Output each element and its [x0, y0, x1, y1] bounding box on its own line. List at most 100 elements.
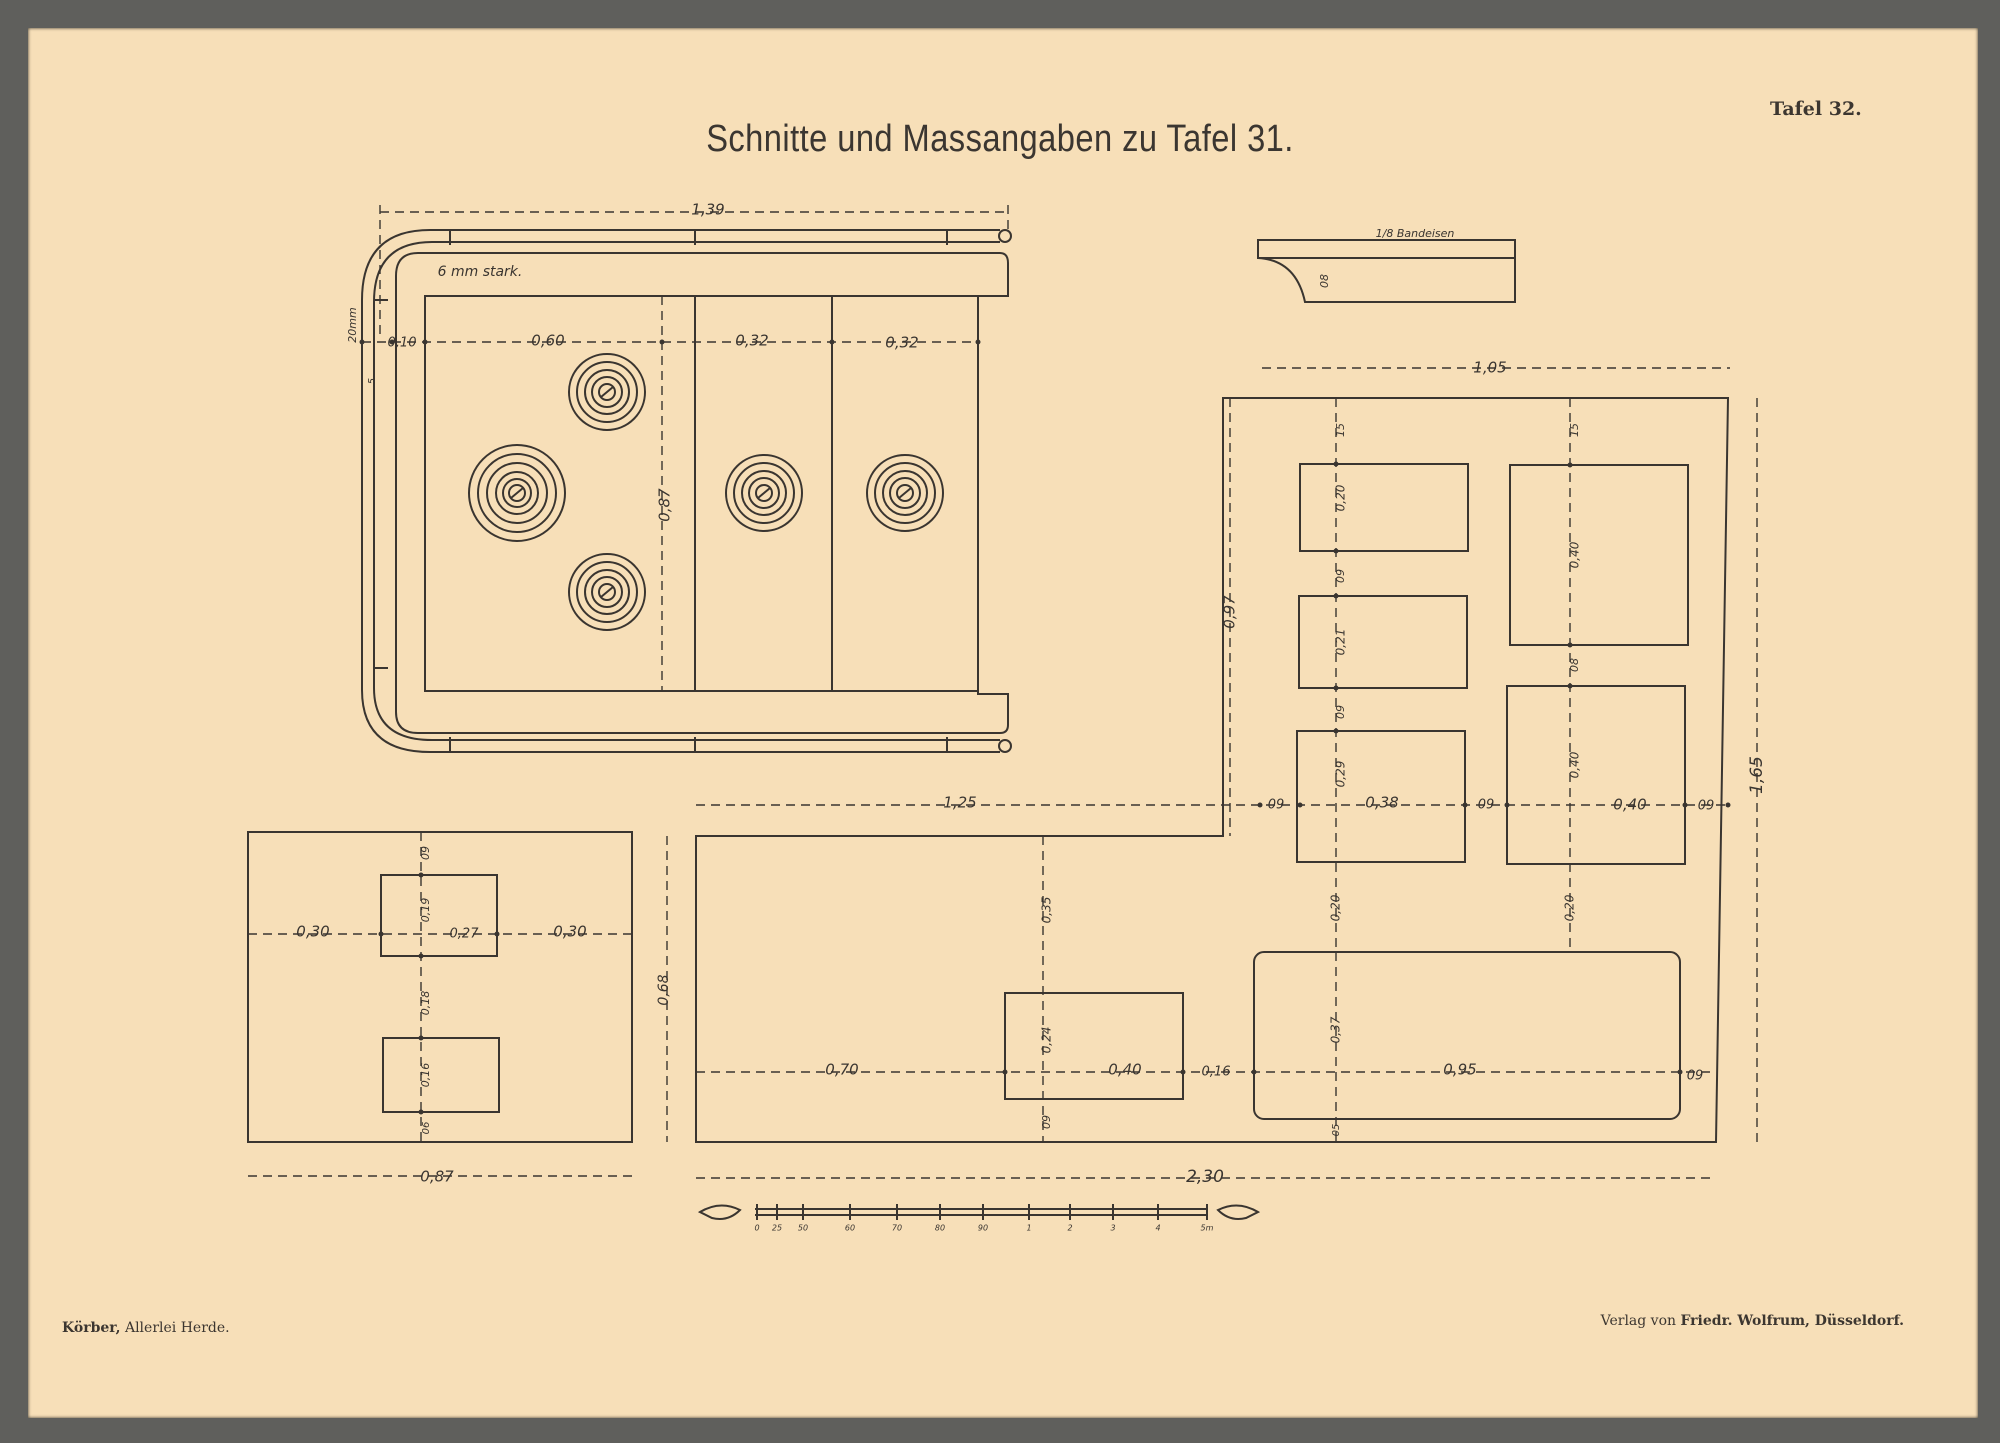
burner-ring [748, 477, 780, 509]
paper-sheet [28, 28, 1978, 1418]
burner-slot [600, 586, 614, 598]
scale-ornament-left [697, 1204, 742, 1220]
dimension-label: 0,20 [1563, 894, 1577, 921]
dimension-label: 0,68 [656, 974, 672, 1005]
rail-outer [361, 229, 1000, 753]
burner-ring [576, 561, 638, 623]
dimension-label: 0,16 [419, 1063, 432, 1088]
dimension-label: 0,21 [1334, 629, 1348, 656]
dimension-label: 09 [1698, 799, 1715, 814]
dimension-label: 0,18 [419, 991, 432, 1016]
dimension-label: 09 [419, 846, 432, 860]
burner-ring [568, 353, 646, 431]
dimension-label: 2,30 [1186, 1167, 1224, 1187]
stove-top-outline [395, 252, 1009, 734]
burner-ring [495, 471, 539, 515]
burner-ring [502, 478, 532, 508]
burner-center [755, 484, 773, 502]
dimension-label: 0,29 [1334, 761, 1348, 788]
dimension-dot [1333, 461, 1339, 467]
dimension-dot [1504, 802, 1510, 808]
burner-ring [725, 454, 803, 532]
dimension-dot [829, 339, 835, 345]
dimension-dot [418, 1109, 424, 1115]
dimension-label: 1 [1026, 1224, 1031, 1233]
dimension-dot [975, 339, 981, 345]
dimension-label: 0,10 [388, 336, 417, 351]
dimension-dot [1567, 462, 1573, 468]
burner-center [598, 583, 616, 601]
dimension-label: 1,05 [1473, 359, 1506, 377]
dimension-label: 60 [845, 1224, 855, 1233]
dimension-label: 0,97 [1221, 595, 1239, 629]
burner-center [896, 484, 914, 502]
dimension-label: 08 [1568, 658, 1581, 672]
burner-ring [741, 470, 787, 516]
profile-outline [1257, 239, 1516, 303]
scale-bar [697, 1204, 1261, 1220]
side-door-lower [382, 1037, 500, 1113]
dimension-label: 25 [772, 1224, 782, 1233]
dimension-dot [1725, 802, 1731, 808]
dimension-label: 0,38 [1365, 794, 1398, 812]
dimension-label: 0,70 [825, 1061, 858, 1079]
dimension-label: 0,24 [1040, 1027, 1054, 1054]
dimension-label: 0,19 [419, 898, 432, 923]
rail-knob [998, 229, 1012, 243]
door-small [1299, 463, 1469, 552]
dimension-label: 06 [421, 1122, 432, 1135]
dimension-label: 5 [367, 378, 378, 384]
burner-ring [576, 361, 638, 423]
dimension-label: 0,30 [553, 923, 586, 941]
plate-number: Tafel 32. [1770, 98, 1862, 120]
dimension-label: 0,20 [1329, 894, 1343, 921]
dimension-label: 0 [754, 1224, 759, 1233]
dimension-dot [418, 953, 424, 959]
dimension-dot [1333, 593, 1339, 599]
burner-ring [468, 444, 566, 542]
dimension-label: 1,25 [943, 794, 976, 812]
dimension-dot [1257, 802, 1263, 808]
dimension-label: 0,87 [420, 1168, 454, 1186]
dimension-dot [418, 872, 424, 878]
burner-ring [882, 470, 928, 516]
dimension-dot [1682, 802, 1688, 808]
dimension-label: 20mm [346, 307, 359, 342]
dimension-label: 15 [1568, 423, 1581, 437]
dimension-dot [1462, 802, 1468, 808]
dimension-dot [1180, 1069, 1186, 1075]
dimension-label: 0,40 [1108, 1061, 1141, 1079]
dimension-label: 15 [1334, 423, 1347, 437]
door-small [1298, 595, 1468, 689]
burner-ring [584, 369, 630, 415]
dimension-dot [1677, 1069, 1683, 1075]
burner-center [508, 484, 526, 502]
burner-ring [591, 376, 623, 408]
burner-ring [568, 553, 646, 631]
burner-ring [733, 462, 795, 524]
dimension-label: 4 [1155, 1224, 1160, 1233]
burner-slot [600, 386, 614, 398]
footer-publisher: Verlag von Friedr. Wolfrum, Düsseldorf. [1600, 1313, 1904, 1329]
dimension-dot [422, 339, 428, 345]
side-view [247, 831, 633, 1177]
dimension-label: 0,32 [735, 332, 768, 350]
dimension-dot [659, 339, 665, 345]
burner-slot [757, 487, 771, 499]
ash-door [1004, 992, 1184, 1100]
burner-slot [898, 487, 912, 499]
burner-center [598, 383, 616, 401]
dimension-label: 80 [935, 1224, 945, 1233]
oven-door [1253, 951, 1681, 1120]
dimension-label: 08 [1318, 274, 1331, 288]
dimension-label: 0,32 [885, 334, 918, 352]
burner-ring [866, 454, 944, 532]
dimension-label: 0,40 [1568, 751, 1582, 778]
dimension-label: 0,40 [1613, 796, 1646, 814]
dimension-label: 0,37 [1329, 1016, 1343, 1043]
dimension-label: 0,35 [1040, 897, 1054, 924]
dimension-dot [418, 1035, 424, 1041]
dimension-label: 0,95 [1443, 1061, 1476, 1079]
